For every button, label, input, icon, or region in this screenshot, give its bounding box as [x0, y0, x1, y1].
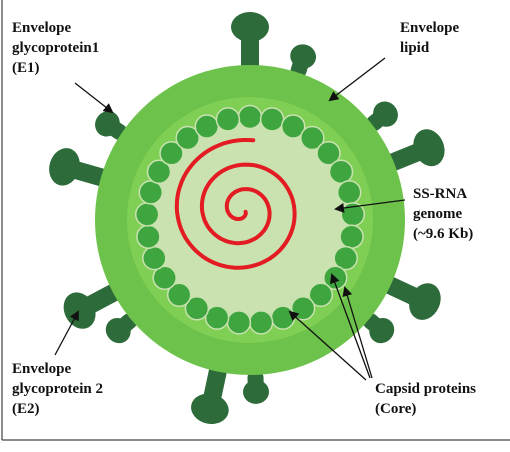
capsid-protein [308, 282, 334, 308]
glycoprotein-spike-icon [383, 276, 441, 320]
capsid-protein [134, 202, 160, 227]
arrow-icon [330, 273, 371, 379]
glycoprotein-spikes [49, 12, 445, 424]
arrow-icon [54, 310, 79, 356]
capsid-protein [237, 104, 263, 130]
capsid-protein [204, 305, 230, 330]
capsid-protein [339, 224, 364, 249]
label-e2: Envelope glycoprotein 2 (E2) [12, 361, 107, 417]
arrow-icon [328, 57, 386, 102]
label-arrows [54, 57, 406, 381]
glycoprotein-spike-icon [105, 313, 137, 344]
capsid-protein-ring [134, 104, 366, 335]
capsid-protein [194, 114, 220, 139]
arrow-icon [288, 310, 367, 381]
glycoprotein-spike-icon [366, 101, 398, 131]
glycoprotein-spike-icon [49, 148, 108, 187]
capsid-protein [152, 265, 177, 291]
capsid-protein [146, 159, 172, 185]
arrow-icon [74, 82, 114, 114]
capsid-protein [336, 180, 362, 205]
capsid-protein [159, 141, 184, 166]
arrow-icon [334, 199, 406, 213]
nucleocapsid-core [153, 123, 347, 317]
label-envelope-lipid: Envelope lipid [400, 20, 463, 56]
label-capsid-proteins: Capsid proteins (Core) [375, 381, 480, 417]
capsid-protein [316, 141, 341, 166]
label-ss-rna-genome: SS-RNA genome (~9.6 Kb) [413, 186, 473, 242]
capsid-protein [300, 125, 325, 151]
capsid-protein [259, 107, 285, 132]
glycoprotein-spike-icon [95, 111, 127, 140]
glycoprotein-spike-icon [387, 129, 445, 171]
capsid-protein [248, 310, 274, 335]
ss-rna-genome-spiral [174, 138, 297, 270]
capsid-protein [226, 310, 252, 335]
capsid-protein [328, 159, 354, 185]
capsid-protein [280, 114, 306, 139]
capsid-protein [136, 224, 161, 249]
capsid-protein [215, 107, 241, 132]
capsid-protein [333, 245, 358, 271]
glycoprotein-spike-icon [290, 44, 317, 77]
capsid-protein [270, 305, 296, 330]
capsid-protein [138, 180, 164, 205]
capsid-protein [175, 125, 200, 151]
glycoprotein-spike-icon [191, 365, 229, 424]
capsid-protein [166, 282, 192, 308]
label-e1: Envelope glycoprotein1 (E1) [12, 20, 103, 76]
capsid-protein [142, 245, 167, 271]
glycoprotein-spike-icon [363, 313, 395, 344]
arrow-icon [342, 286, 373, 379]
capsid-protein [184, 296, 210, 321]
glycoprotein-spike-icon [231, 12, 269, 70]
glycoprotein-spike-icon [243, 371, 270, 404]
